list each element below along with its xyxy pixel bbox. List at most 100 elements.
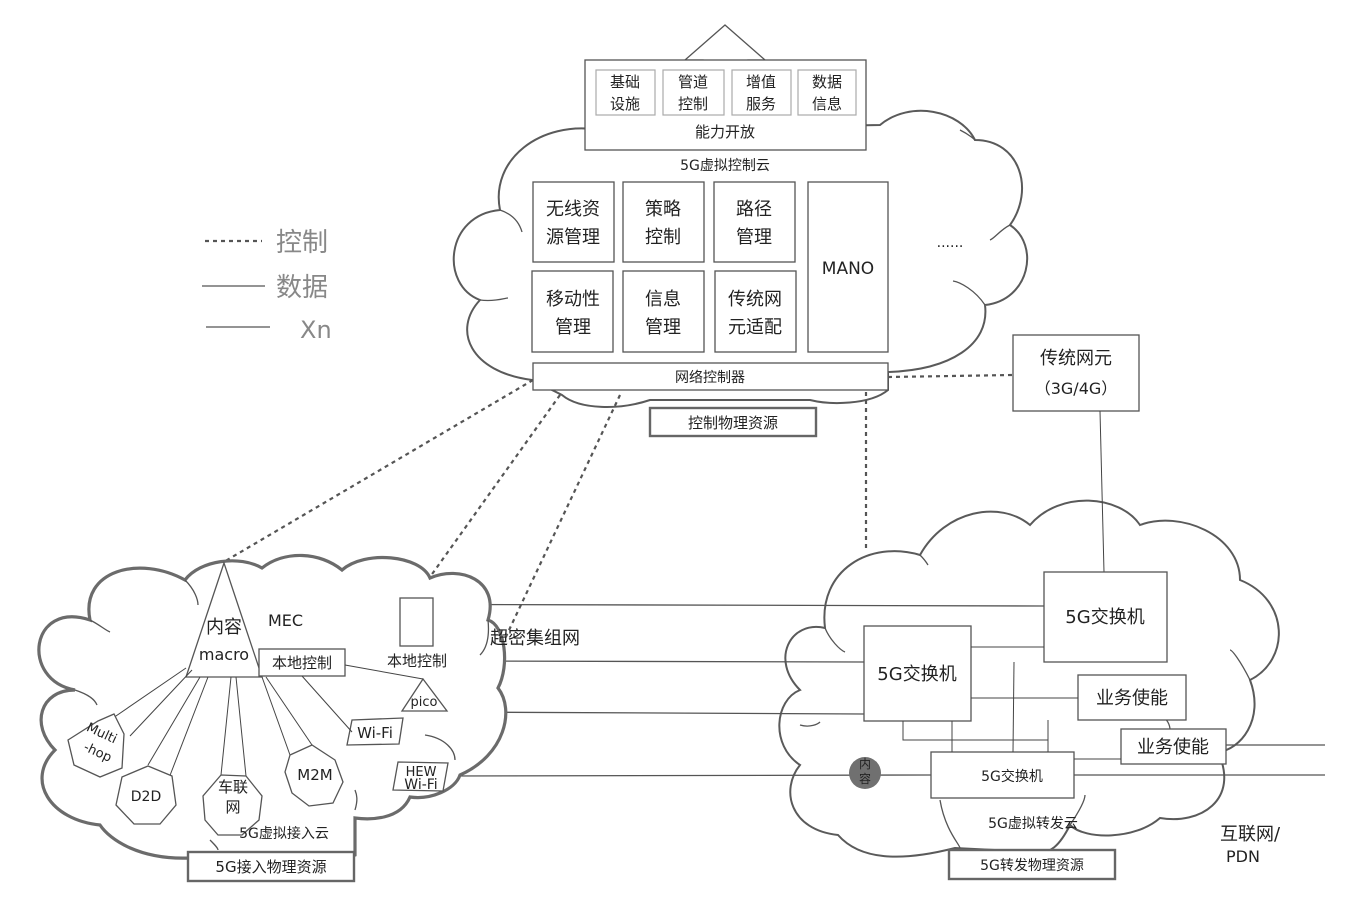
module-info-line1: 信息: [645, 289, 681, 310]
module-legacy-adapt-line2: 元适配: [728, 317, 782, 338]
link-top-bottom: [1012, 661, 1015, 753]
wifi-label: Wi-Fi: [357, 724, 393, 742]
m2m-label: M2M: [297, 766, 332, 784]
switch-mid-box: [863, 625, 972, 722]
module-box-info: [622, 270, 705, 353]
local-control-2-label: 本地控制: [387, 652, 447, 670]
capability-exposure-panel: 基础 设施 管道 控制 增值 服务 数据 信息 能力开放: [584, 59, 867, 151]
module-mobility-line1: 移动性: [546, 289, 600, 310]
cloud-arc: [919, 554, 929, 566]
capability-item-2-line1: 增值: [746, 73, 776, 91]
cloud-arc: [74, 689, 98, 706]
legend: 控制 数据 Xn: [202, 228, 332, 344]
v2x-device-shape: [202, 774, 263, 836]
cloud-arc: [1229, 649, 1251, 681]
hew-wifi-label-line2: Wi-Fi: [404, 777, 437, 793]
cloud-arc: [989, 224, 1011, 241]
control-link-legacy: [887, 373, 1014, 379]
cloud-arc: [209, 839, 219, 851]
access-devices: Multi -hop D2D 车联 网 M2M: [67, 667, 344, 836]
module-radio-resource-line2: 源管理: [546, 227, 600, 248]
capability-item-0-line2: 设施: [610, 95, 640, 113]
module-box-policy: [622, 181, 705, 263]
macro-link-v2x-a: [220, 676, 232, 776]
content-cache-label-line1: 内: [859, 757, 871, 771]
macro-link-v2x-b: [235, 676, 247, 777]
m2m-device-shape: [284, 744, 344, 807]
macro-cell-triangle: [185, 560, 263, 678]
macro-link-m2m-a: [261, 676, 291, 756]
data-link-pico: [444, 711, 865, 715]
legacy-element-box: [1012, 334, 1140, 412]
capability-item-box: [662, 69, 725, 116]
macro-label: macro: [199, 645, 249, 664]
ultra-dense-network-label: 超密集组网: [490, 628, 580, 649]
internet-label-line2: PDN: [1226, 847, 1260, 866]
service-enable-2-box: [1120, 728, 1227, 765]
pico-label: pico: [411, 695, 438, 710]
module-box-mobility: [531, 270, 614, 353]
service-enable-2-label: 业务使能: [1137, 737, 1209, 758]
cloud-arc: [479, 297, 509, 302]
control-physical-resource-label: 控制物理资源: [688, 414, 778, 432]
capability-item-3-line1: 数据: [812, 73, 842, 91]
capability-item-box: [797, 69, 857, 116]
control-link-local: [414, 394, 561, 599]
network-controller-label: 网络控制器: [675, 370, 745, 386]
forwarding-cloud-title: 5G虚拟转发云: [988, 816, 1078, 832]
access-physical-resource-label: 5G接入物理资源: [215, 858, 326, 876]
small-cell-box: [399, 597, 434, 647]
capability-item-3-line2: 信息: [812, 95, 842, 113]
capability-item-1-line1: 管道: [678, 73, 708, 91]
macro-link-multihop-b: [129, 669, 193, 737]
capability-item-0-line1: 基础: [610, 73, 640, 91]
network-controller-box: [532, 362, 889, 391]
cloud-arc: [939, 799, 961, 849]
legend-data-label: 数据: [276, 273, 328, 303]
module-policy-line2: 控制: [645, 227, 681, 248]
hew-wifi-label-line1: HEW: [406, 765, 437, 780]
cloud-arc: [1069, 794, 1086, 826]
mano-box: [807, 181, 889, 353]
switch-interconnects: [902, 646, 1325, 776]
capability-item-box: [595, 69, 656, 116]
v2x-label-line1: 车联: [218, 778, 248, 796]
cloud-arc: [824, 627, 846, 653]
switch-bottom-box: [930, 751, 1075, 799]
internet-label-line1: 互联网/: [1220, 824, 1281, 845]
control-link-macro: [221, 379, 534, 564]
module-policy-line1: 策略: [645, 199, 681, 220]
module-path-line1: 路径: [736, 199, 772, 220]
legacy-element-label-line2: （3G/4G）: [1035, 379, 1118, 398]
switch-top-label: 5G交换机: [1065, 607, 1144, 628]
access-physical-resource-box: [186, 850, 356, 883]
capability-item-2-line2: 服务: [746, 95, 776, 113]
forwarding-cloud-outline: [778, 499, 1280, 858]
link-mid-service-bus: [902, 721, 1048, 741]
local-control-to-wifi-link: [301, 675, 353, 733]
switch-bottom-label: 5G交换机: [981, 768, 1043, 785]
cloud-arc: [479, 619, 490, 656]
wifi-ap-box: [346, 717, 404, 746]
legacy-to-switch-link: [1099, 410, 1105, 573]
local-control-1-label: 本地控制: [272, 654, 332, 672]
v2x-label-line2: 网: [225, 798, 240, 816]
module-legacy-adapt-line1: 传统网: [728, 289, 782, 310]
cloud-arc: [184, 579, 199, 606]
cloud-arc: [424, 734, 456, 761]
macro-link-m2m-b: [265, 676, 313, 746]
cloud-arc: [89, 619, 111, 633]
control-cloud-title: 5G虚拟控制云: [680, 158, 770, 174]
cloud-arc: [354, 789, 358, 811]
cloud-arc: [499, 209, 523, 233]
cloud-arc: [799, 721, 821, 727]
local-control-to-pico-link: [344, 664, 424, 680]
forwarding-cloud: [778, 499, 1280, 858]
d2d-label: D2D: [131, 789, 161, 805]
macro-link-d2d-b: [168, 676, 209, 779]
service-enable-1-label: 业务使能: [1096, 688, 1168, 709]
module-box-path: [713, 181, 796, 263]
data-link-local-control: [461, 660, 865, 663]
local-control-1-box: [258, 648, 346, 677]
module-path-line2: 管理: [736, 227, 772, 248]
